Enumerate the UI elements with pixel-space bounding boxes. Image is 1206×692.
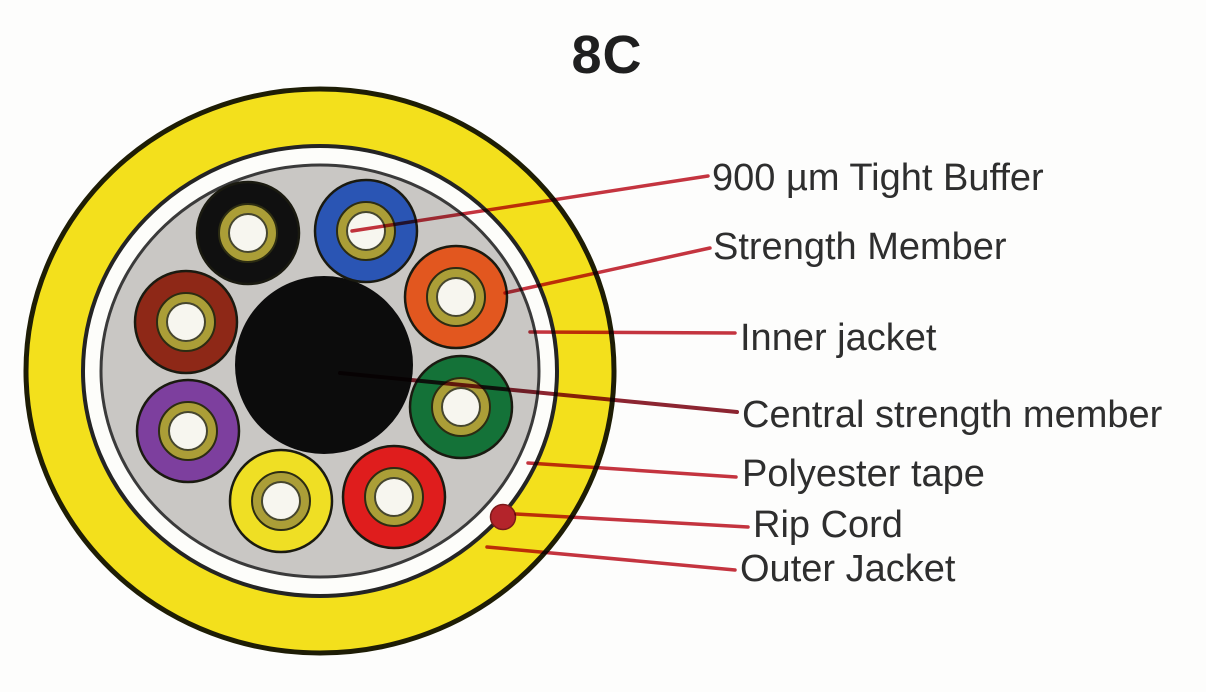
yellow-fiber bbox=[228, 448, 334, 554]
leader-line bbox=[526, 461, 738, 479]
rip-cord-dot bbox=[489, 503, 517, 531]
callout-label: Rip Cord bbox=[753, 504, 903, 546]
fiber-core bbox=[168, 411, 208, 451]
brown-fiber bbox=[133, 269, 239, 375]
fiber-core bbox=[228, 213, 268, 253]
red-fiber bbox=[341, 444, 447, 550]
callout-label: Outer Jacket bbox=[740, 548, 956, 590]
orange-fiber bbox=[403, 244, 509, 350]
callout-label: Strength Member bbox=[713, 226, 1007, 268]
callout-label: Central strength member bbox=[742, 394, 1163, 436]
fiber-core bbox=[374, 477, 414, 517]
fiber-core bbox=[436, 277, 476, 317]
cable-layers bbox=[23, 86, 617, 656]
fiber-core bbox=[441, 387, 481, 427]
black-fiber bbox=[195, 180, 301, 286]
callout-label: 900 µm Tight Buffer bbox=[712, 157, 1044, 199]
central-strength-member bbox=[235, 276, 413, 454]
leader-line bbox=[485, 545, 737, 572]
leader-line bbox=[350, 174, 710, 233]
fiber-core bbox=[346, 211, 386, 251]
leader-line bbox=[514, 512, 750, 529]
leader-line bbox=[528, 330, 737, 335]
callout-label: Inner jacket bbox=[740, 317, 937, 359]
fiber-core bbox=[261, 481, 301, 521]
blue-fiber bbox=[313, 178, 419, 284]
leader-line bbox=[503, 246, 712, 295]
fiber-core bbox=[166, 302, 206, 342]
purple-fiber bbox=[135, 378, 241, 484]
callout-label: Polyester tape bbox=[742, 453, 985, 495]
leader-line bbox=[338, 371, 739, 414]
cable-fibers bbox=[133, 178, 514, 554]
figure-title: 8C bbox=[571, 25, 643, 85]
leader-lines bbox=[338, 174, 750, 572]
green-fiber bbox=[408, 354, 514, 460]
